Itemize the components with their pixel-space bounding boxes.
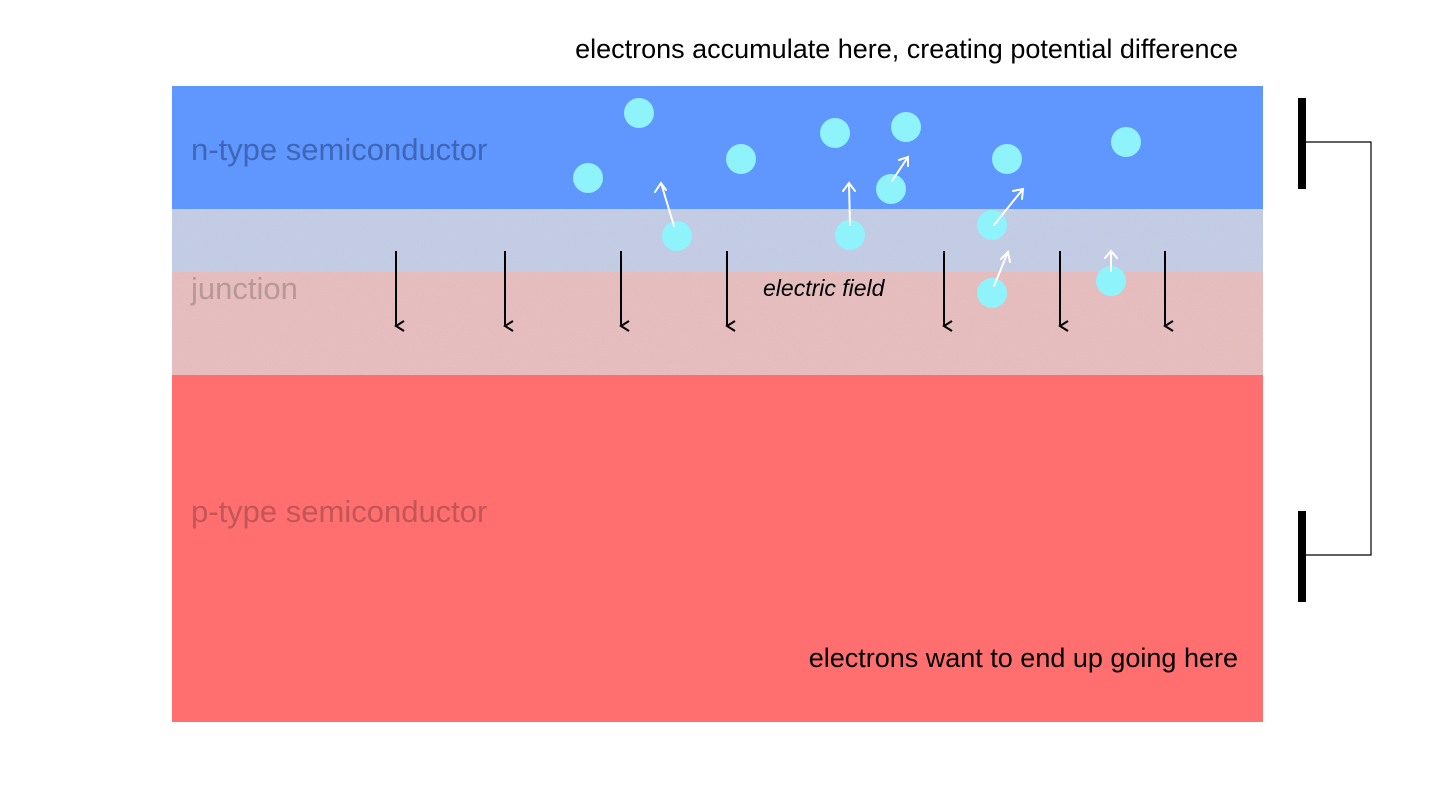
bottom-terminal (1298, 511, 1306, 602)
electron (662, 221, 692, 251)
p-type-label: p-type semiconductor (191, 494, 487, 529)
bottom-caption: electrons want to end up going here (809, 643, 1238, 673)
electron (876, 174, 906, 204)
motion-arrow (842, 181, 856, 226)
electron (1111, 127, 1141, 157)
electron (977, 278, 1007, 308)
junction-label: junction (190, 271, 298, 306)
circuit-wire (1306, 141, 1372, 556)
electrons (573, 98, 1141, 308)
electron-motion-arrows (654, 155, 1118, 287)
p-type-region (172, 375, 1263, 722)
electron (891, 112, 921, 142)
motion-arrow (1104, 249, 1118, 272)
electron (726, 144, 756, 174)
top-terminal (1298, 98, 1306, 189)
motion-arrow (891, 155, 909, 182)
external-circuit (1298, 98, 1372, 602)
top-caption: electrons accumulate here, creating pote… (575, 34, 1238, 64)
junction-upper-texture (172, 209, 1263, 272)
electric-field-label: electric field (763, 275, 886, 301)
electron (1096, 266, 1126, 296)
motion-arrow (993, 249, 1011, 287)
electric-field-arrows (394, 251, 1174, 332)
motion-arrow (993, 187, 1025, 226)
motion-arrow (654, 181, 675, 227)
n-type-region (172, 86, 1263, 209)
n-type-label: n-type semiconductor (191, 132, 487, 167)
junction-texture (172, 272, 1263, 375)
electron (820, 118, 850, 148)
electron (835, 220, 865, 250)
electron (573, 163, 603, 193)
electron (624, 98, 654, 128)
electron (992, 144, 1022, 174)
